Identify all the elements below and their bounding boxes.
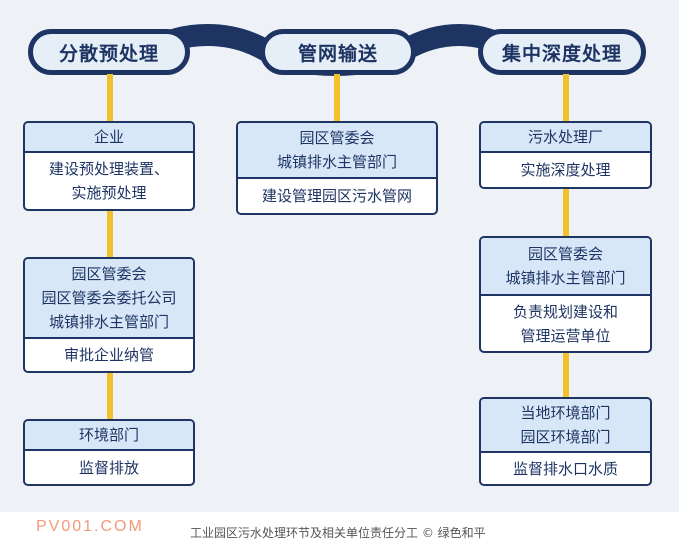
responsibility-box-treatment-plant: 污水处理厂 实施深度处理 [479, 121, 652, 189]
box-header: 园区管委会 城镇排水主管部门 [481, 238, 650, 296]
connector-middle-1 [334, 74, 340, 122]
box-body: 监督排放 [25, 451, 193, 484]
box-header-line: 城镇排水主管部门 [505, 269, 626, 287]
box-header: 污水处理厂 [481, 123, 650, 153]
diagram-canvas: 分散预处理 管网输送 集中深度处理 企业 建设预处理装置、 实施预处理 园区管委… [0, 0, 679, 512]
box-body-line: 建设管理园区污水管网 [261, 187, 412, 205]
box-header-line: 企业 [93, 128, 124, 146]
responsibility-box-environment: 环境部门 监督排放 [23, 419, 195, 486]
box-body-line: 监督排水口水质 [512, 459, 618, 478]
box-header-line: 城镇排水主管部门 [276, 153, 397, 171]
caption: 工业园区污水处理环节及相关单位责任分工 © 绿色和平 [190, 526, 486, 540]
stage-label-centralized: 集中深度处理 [501, 42, 622, 65]
box-header-line: 城镇排水主管部门 [48, 313, 169, 331]
box-header-line: 园区管委会 [71, 265, 147, 283]
connector-left-1 [107, 74, 113, 122]
box-header-line: 园区管委会 [299, 129, 375, 147]
connector-left-2 [107, 210, 113, 258]
box-header: 当地环境部门 园区环境部门 [481, 399, 650, 453]
stage-label-pretreatment: 分散预处理 [58, 42, 159, 65]
connector-right-1 [563, 74, 569, 122]
box-header-line: 污水处理厂 [527, 128, 603, 146]
responsibility-box-water-quality: 当地环境部门 园区环境部门 监督排水口水质 [479, 397, 652, 486]
box-body: 负责规划建设和 管理运营单位 [481, 296, 650, 351]
box-header: 园区管委会 城镇排水主管部门 [238, 123, 436, 179]
responsibility-box-enterprise: 企业 建设预处理装置、 实施预处理 [23, 121, 195, 211]
connector-right-2 [563, 189, 569, 237]
box-body: 监督排水口水质 [481, 453, 650, 484]
box-body-line: 审批企业纳管 [63, 346, 154, 364]
box-body: 建设管理园区污水管网 [238, 179, 436, 213]
stage-pill-pipeline: 管网输送 [260, 29, 416, 75]
box-body-line: 监督排放 [78, 458, 139, 477]
stage-label-pipeline: 管网输送 [297, 42, 378, 65]
box-header: 企业 [25, 123, 193, 153]
box-body-line: 管理运营单位 [520, 326, 611, 345]
watermark: PV001.COM [36, 518, 144, 535]
box-body: 实施深度处理 [481, 153, 650, 187]
box-header-line: 当地环境部门 [520, 404, 611, 422]
box-body-line: 负责规划建设和 [512, 302, 618, 321]
box-header-line: 园区管委会 [527, 245, 603, 263]
box-header-line: 园区管委会委托公司 [41, 289, 177, 307]
connector-left-3 [107, 372, 113, 420]
box-body-line: 实施深度处理 [520, 161, 611, 179]
box-body: 审批企业纳管 [25, 339, 193, 371]
box-header: 环境部门 [25, 421, 193, 451]
box-header: 园区管委会 园区管委会委托公司 城镇排水主管部门 [25, 259, 193, 339]
box-body-line: 实施预处理 [71, 184, 147, 202]
responsibility-box-pipeline: 园区管委会 城镇排水主管部门 建设管理园区污水管网 [236, 121, 438, 215]
responsibility-box-planning: 园区管委会 城镇排水主管部门 负责规划建设和 管理运营单位 [479, 236, 652, 353]
box-body: 建设预处理装置、 实施预处理 [25, 153, 193, 209]
box-header-line: 环境部门 [78, 426, 139, 444]
responsibility-box-approval: 园区管委会 园区管委会委托公司 城镇排水主管部门 审批企业纳管 [23, 257, 195, 373]
stage-pill-pretreatment: 分散预处理 [28, 29, 190, 75]
stage-pill-centralized: 集中深度处理 [478, 29, 646, 75]
connector-right-3 [563, 352, 569, 398]
box-body-line: 建设预处理装置、 [48, 160, 169, 178]
box-header-line: 园区环境部门 [520, 428, 611, 446]
